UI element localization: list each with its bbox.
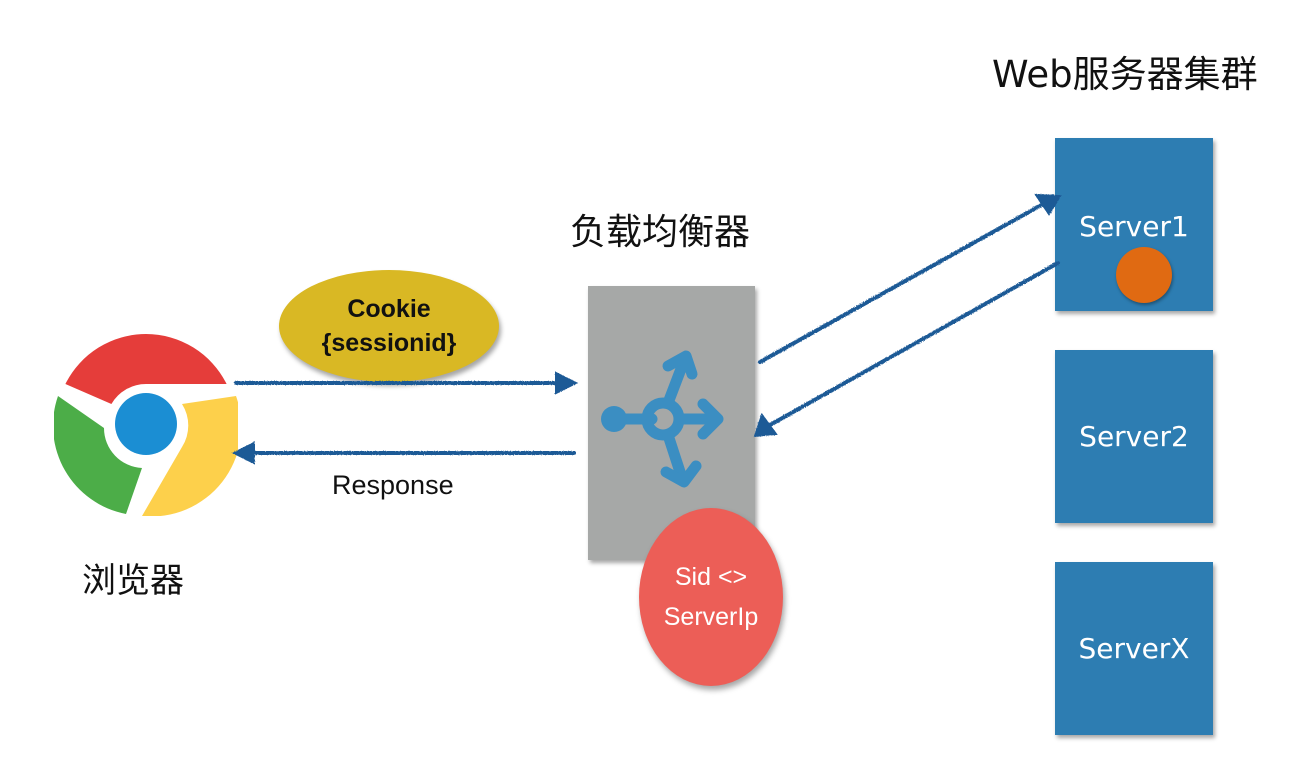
server-2[interactable]: Server2 bbox=[1055, 350, 1213, 523]
cluster-title: Web服务器集群 bbox=[992, 53, 1258, 96]
session-dot bbox=[1116, 247, 1172, 303]
cookie-line-2: {sessionid} bbox=[321, 329, 457, 357]
server-1[interactable]: Server1 bbox=[1055, 138, 1213, 311]
load-balancer-box[interactable] bbox=[588, 286, 755, 560]
cookie-line-1: Cookie bbox=[347, 295, 431, 323]
server-2-label: Server2 bbox=[1079, 420, 1189, 453]
response-label: Response bbox=[332, 470, 454, 500]
forward-arrowhead bbox=[1034, 193, 1062, 216]
mapping-line-1: Sid <> bbox=[674, 563, 748, 591]
return-arrowhead bbox=[753, 412, 778, 438]
browser-title: 浏览器 bbox=[82, 561, 184, 601]
mapping-line-2: ServerIp bbox=[663, 603, 759, 631]
chrome-blue-core bbox=[115, 393, 177, 455]
cookie-badge: Cookie {sessionid} bbox=[279, 270, 499, 382]
forward-arrow bbox=[758, 201, 1047, 364]
return-arrow bbox=[768, 261, 1060, 427]
session-mapping-badge: Sid <> ServerIp bbox=[639, 508, 783, 686]
response-arrowhead bbox=[231, 441, 255, 465]
load-balancer-icon bbox=[601, 350, 724, 488]
chrome-icon bbox=[54, 334, 238, 516]
chrome-green-segment bbox=[54, 396, 142, 514]
server-x[interactable]: ServerX bbox=[1055, 562, 1213, 735]
chrome-red-segment bbox=[65, 334, 227, 404]
server-1-label: Server1 bbox=[1079, 210, 1189, 243]
chrome-yellow-segment bbox=[142, 396, 238, 516]
request-arrowhead bbox=[555, 371, 579, 395]
load-balancer-title: 负载均衡器 bbox=[570, 212, 751, 253]
server-x-label: ServerX bbox=[1078, 632, 1190, 665]
